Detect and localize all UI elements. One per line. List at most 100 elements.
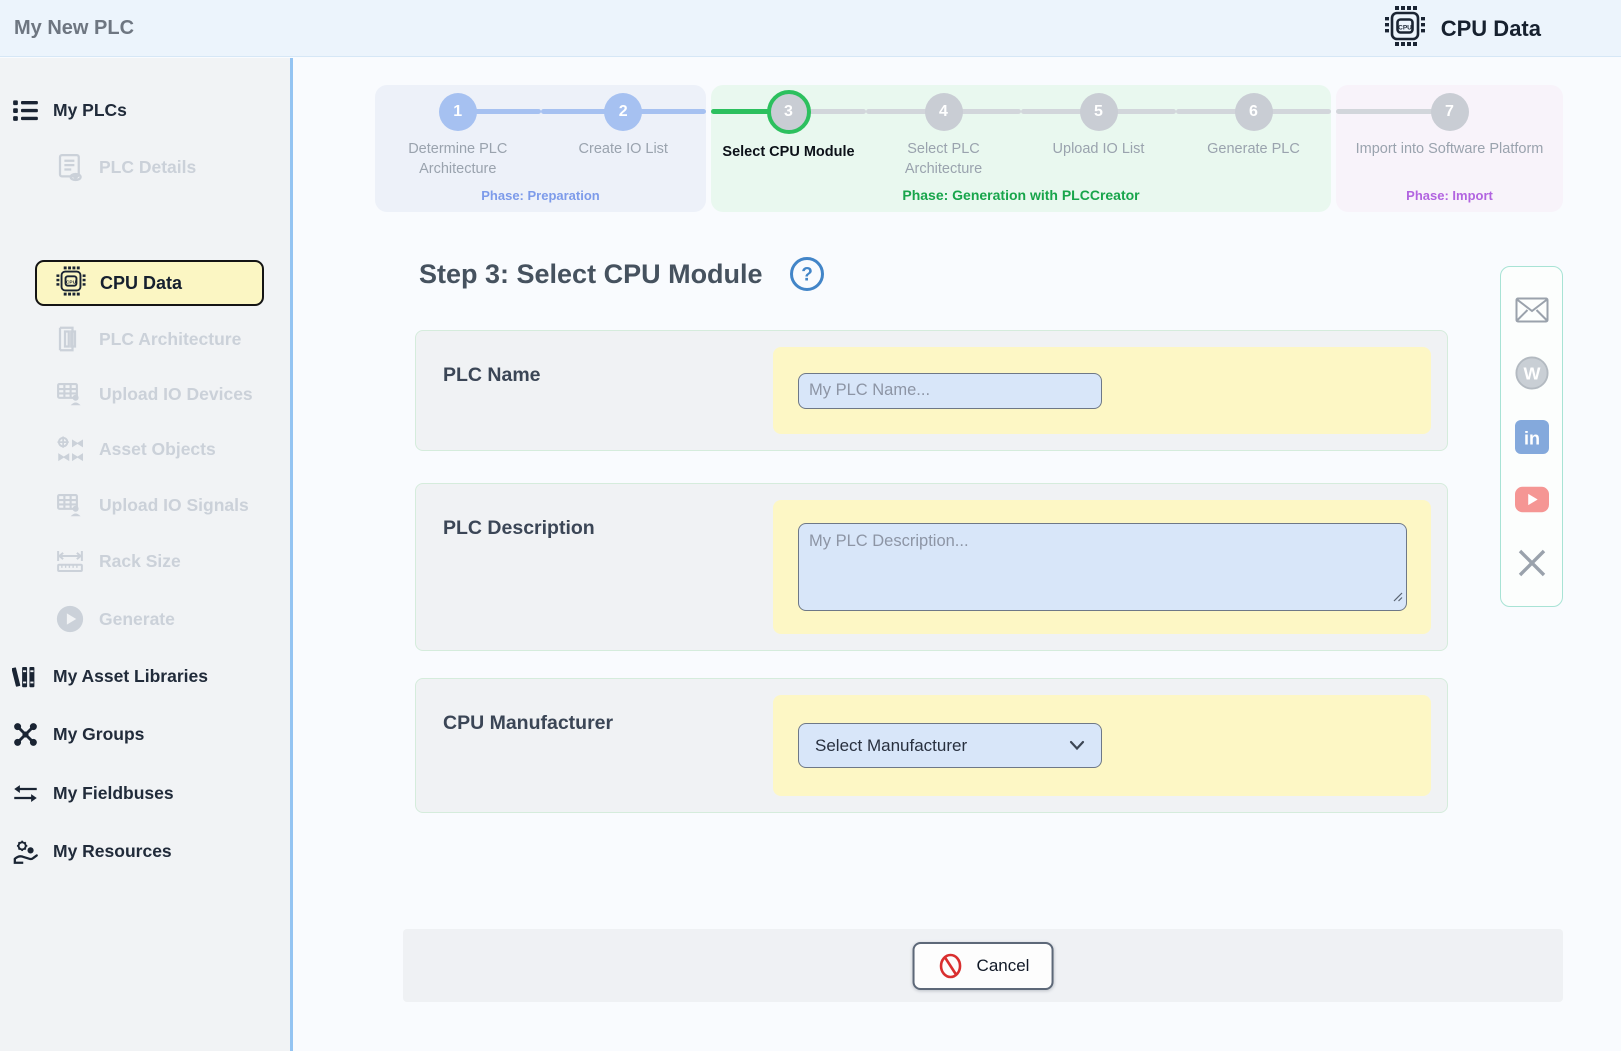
sidebar-item-label: Upload IO Devices: [99, 383, 253, 404]
step-2-circle: 2: [604, 93, 643, 131]
stepper-phase-import: 7 Import into Software Platform Phase: I…: [1336, 85, 1563, 212]
plc-name-highlight-panel: [773, 347, 1431, 434]
sidebar-item-label: My PLCs: [53, 99, 127, 120]
step-5-label: Upload IO List: [1052, 141, 1145, 157]
step-heading: Step 3: Select CPU Module: [419, 258, 763, 289]
cpu-manufacturer-selected-value: Select Manufacturer: [815, 735, 968, 755]
step-4-circle: 4: [924, 93, 963, 131]
network-icon: [12, 721, 39, 748]
step-6-label: Generate PLC: [1207, 141, 1300, 157]
header-context-label: CPU Data: [1440, 15, 1541, 41]
page-title: My New PLC: [14, 16, 135, 39]
cancel-button-label: Cancel: [976, 955, 1030, 975]
chevron-down-icon: [1069, 740, 1085, 751]
sidebar-item-label: Rack Size: [99, 550, 181, 571]
cpu-manufacturer-select[interactable]: Select Manufacturer: [798, 723, 1102, 768]
table-user-icon: [55, 490, 85, 520]
sidebar-item-upload-io-signals: Upload IO Signals: [55, 482, 249, 528]
sidebar-item-label: My Resources: [53, 840, 172, 861]
step-3: 3 Select CPU Module: [711, 85, 866, 181]
step-5-circle: 5: [1079, 93, 1118, 131]
step-6: 6 Generate PLC: [1176, 85, 1331, 181]
phase-label-preparation: Phase: Preparation: [481, 188, 600, 203]
sidebar-item-plc-architecture: PLC Architecture: [55, 316, 241, 362]
step-7-circle: 7: [1430, 93, 1469, 131]
sidebar-item-my-fieldbuses[interactable]: My Fieldbuses: [12, 770, 174, 816]
phase-label-import: Phase: Import: [1406, 188, 1493, 203]
ruler-icon: [55, 546, 85, 576]
plc-description-highlight-panel: [773, 500, 1431, 634]
cpu-chip-icon: CPU: [1383, 4, 1427, 53]
sidebar-item-label: CPU Data: [100, 272, 183, 293]
sidebar-item-label: My Asset Libraries: [53, 665, 208, 686]
top-header: My New PLC CPU CPU Data: [0, 0, 1621, 57]
svg-text:in: in: [1524, 428, 1540, 448]
step-1: 1 Determine PLC Architecture: [375, 85, 541, 181]
play-circle-icon: [55, 604, 85, 634]
sidebar-item-label: Asset Objects: [99, 438, 216, 459]
sidebar-item-my-resources[interactable]: My Resources: [12, 828, 172, 874]
field-row-plc-name: PLC Name: [415, 330, 1448, 451]
svg-text:CPU: CPU: [1398, 25, 1412, 32]
rack-icon: [55, 324, 85, 354]
sidebar-item-my-groups[interactable]: My Groups: [12, 711, 144, 757]
document-eye-icon: [55, 152, 85, 182]
resize-grip-icon[interactable]: [1392, 589, 1403, 607]
hand-gear-icon: [12, 838, 39, 865]
wordpress-icon[interactable]: W: [1514, 356, 1549, 390]
sidebar-item-rack-size: Rack Size: [55, 538, 181, 584]
cancel-icon: [937, 952, 965, 980]
arrows-icon: [12, 780, 39, 807]
x-icon[interactable]: [1515, 546, 1549, 580]
plc-name-input[interactable]: [798, 372, 1102, 409]
cpu-chip-icon: CPU: [55, 265, 87, 302]
sidebar-item-label: My Fieldbuses: [53, 782, 174, 803]
step-3-circle: 3: [766, 90, 811, 134]
stepper-phase-generation: 3 Select CPU Module 4 Select PLC Archite…: [711, 85, 1331, 212]
step-3-label: Select CPU Module: [722, 144, 855, 160]
sidebar-item-upload-io-devices: Upload IO Devices: [55, 371, 253, 417]
svg-text:CPU: CPU: [66, 279, 77, 285]
sidebar-item-label: My Groups: [53, 723, 145, 744]
email-icon[interactable]: [1515, 293, 1549, 327]
sidebar-item-cpu-data[interactable]: CPU CPU Data: [35, 260, 264, 306]
sidebar-item-generate: Generate: [55, 596, 175, 642]
youtube-icon[interactable]: [1514, 483, 1549, 517]
cpu-manufacturer-highlight-panel: Select Manufacturer: [773, 695, 1431, 796]
sidebar-item-plc-details: PLC Details: [55, 144, 196, 190]
phase-label-generation: Phase: Generation with PLCCreator: [902, 187, 1140, 203]
field-row-cpu-manufacturer: CPU Manufacturer Select Manufacturer: [415, 678, 1448, 813]
books-icon: [12, 663, 39, 690]
step-2: 2 Create IO List: [540, 85, 706, 181]
cpu-manufacturer-label: CPU Manufacturer: [443, 712, 614, 734]
field-row-plc-description: PLC Description: [415, 483, 1448, 651]
linkedin-icon[interactable]: in: [1514, 419, 1549, 454]
step-7-label: Import into Software Platform: [1355, 141, 1544, 157]
header-context: CPU CPU Data: [1383, 0, 1541, 57]
plc-description-label: PLC Description: [443, 517, 595, 539]
asset-objects-icon: [55, 434, 85, 464]
step-4-label: Select PLC Architecture: [904, 141, 983, 177]
cancel-button[interactable]: Cancel: [912, 941, 1054, 990]
step-4: 4 Select PLC Architecture: [866, 85, 1021, 181]
step-1-label: Determine PLC Architecture: [408, 141, 508, 177]
sidebar-item-my-plcs[interactable]: My PLCs: [12, 87, 127, 133]
step-5: 5 Upload IO List: [1021, 85, 1176, 181]
svg-text:W: W: [1523, 364, 1540, 384]
sidebar-item-label: PLC Details: [99, 156, 197, 177]
sidebar-item-label: Generate: [99, 608, 175, 629]
step-7: 7 Import into Software Platform: [1336, 85, 1563, 181]
stepper-phase-preparation: 1 Determine PLC Architecture 2 Create IO…: [375, 85, 706, 212]
sidebar-item-my-asset-libraries[interactable]: My Asset Libraries: [12, 653, 208, 699]
plc-description-textarea[interactable]: [798, 523, 1407, 611]
step-6-circle: 6: [1234, 93, 1273, 131]
list-icon: [12, 97, 39, 124]
step-1-circle: 1: [438, 93, 477, 131]
wizard-stepper: 1 Determine PLC Architecture 2 Create IO…: [375, 85, 1563, 212]
sidebar-item-asset-objects: Asset Objects: [55, 426, 216, 472]
svg-text:?: ?: [801, 265, 813, 286]
step-2-label: Create IO List: [578, 141, 668, 157]
plc-name-label: PLC Name: [443, 364, 541, 386]
help-icon[interactable]: ?: [789, 256, 825, 292]
